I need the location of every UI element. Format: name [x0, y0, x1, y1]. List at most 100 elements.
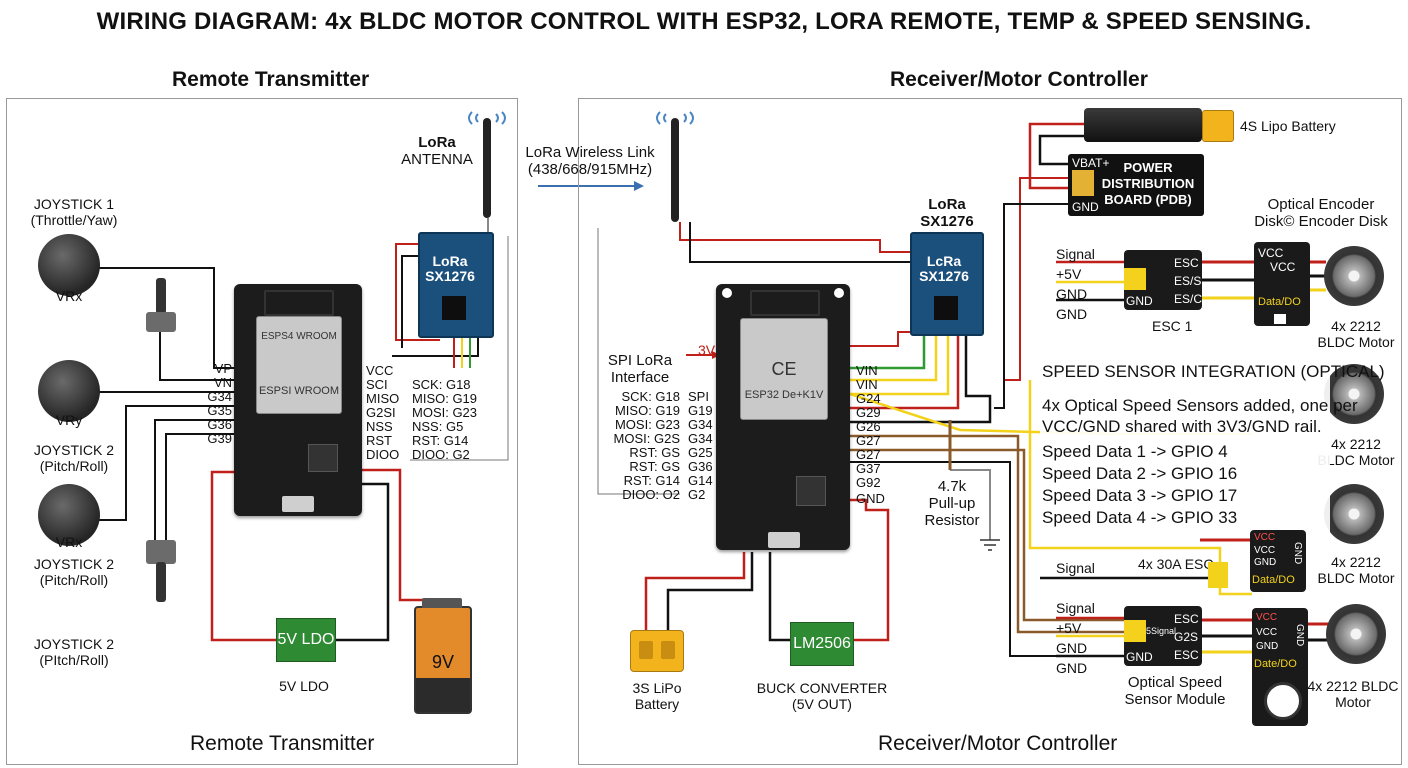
- receiver-lora-module: LcRa SX1276: [910, 232, 984, 336]
- joystick4-label: JOYSTICK 2 (PItch/Roll): [33, 636, 115, 668]
- encoder-title: Optical Encoder Disk© Encoder Disk: [1254, 196, 1388, 230]
- lipo4s-label: 4S Lipo Battery: [1240, 118, 1336, 134]
- potentiometer-1[interactable]: [146, 278, 176, 334]
- speed-sensor-info-title: SPEED SENSOR INTEGRATION (OPTICAL): [1042, 362, 1385, 381]
- wire-esp-gnd-black: [850, 498, 890, 642]
- remote-footer: Remote Transmitter: [190, 732, 375, 755]
- wire-lora-g26: [850, 334, 992, 424]
- remote-antenna-icon: [468, 111, 506, 218]
- remote-esp-pins: VP VN G34 G35 G36 G39: [207, 361, 232, 446]
- wire-ant-lora-red: [679, 222, 912, 253]
- wire-ant-lora-black: [689, 222, 912, 263]
- receiver-footer: Receiver/Motor Controller: [878, 732, 1118, 755]
- wire-esp-lipo-red: [644, 552, 746, 632]
- wire-esp-ldo-red: [210, 470, 276, 642]
- joystick2-axis: VRy: [55, 412, 83, 428]
- wire-pot2-g39: [165, 433, 238, 548]
- receiver-esp32-shield: CE ESP32 De+K1V: [740, 318, 828, 420]
- receiver-esp32-board: CE ESP32 De+K1V: [716, 284, 850, 550]
- dash-left-receiver: [597, 228, 680, 495]
- esc30-wire-stub: [1208, 562, 1228, 588]
- esc30-sensor: VCC VCC GND GND Data/DO: [1250, 530, 1306, 592]
- lipo3s-label: 3S LiPo Battery: [632, 680, 682, 712]
- remote-spi-map: SCK: G18 MISO: G19 MOSI: G23 NSS: G5 RST…: [412, 377, 478, 462]
- wire-lora-vin1: [850, 334, 926, 370]
- potentiometer-2[interactable]: [146, 540, 176, 604]
- lipo4s-connector: [1202, 110, 1234, 142]
- wire-lora-g29: [850, 334, 960, 410]
- wire-g27-brown: [850, 434, 1124, 634]
- joystick2-label: JOYSTICK 2 (Pitch/Roll): [33, 442, 115, 474]
- optical-speed-sensor: VCC VCC GND GND Date/DO: [1252, 608, 1308, 726]
- joystick1-knob[interactable]: [38, 234, 100, 296]
- pullup-resistor-label: 4.7k Pull-up Resistor: [924, 478, 980, 529]
- wire-joy1-vp: [96, 267, 238, 369]
- joystick1-axis: VRx: [55, 288, 83, 304]
- wire-esp-9v-red: [360, 468, 426, 602]
- speed-sensor-info: SPEED SENSOR INTEGRATION (OPTICAL) 4x Op…: [1040, 356, 1385, 532]
- wire-esp-lipo-black: [666, 552, 754, 632]
- remote-ldo-label: 5V LDO: [279, 678, 329, 694]
- speed-data-2: Speed Data 2 -> GPIO 16: [1042, 464, 1238, 483]
- joystick3-label: JOYSTICK 2 (Pitch/Roll): [33, 556, 115, 588]
- pdb-gnd: GND: [1072, 200, 1099, 214]
- remote-esp32-antenna-trace: [264, 290, 334, 316]
- speed-data-1: Speed Data 1 -> GPIO 4: [1042, 442, 1228, 461]
- remote-lora-module: LoRa SX1276: [418, 232, 494, 338]
- joystick3-knob[interactable]: [38, 484, 100, 546]
- motor-1-label: 4x 2212 BLDC Motor: [1317, 318, 1395, 350]
- receiver-v-label: 3V: [698, 342, 716, 358]
- remote-esp32-usb: [282, 496, 314, 512]
- speed-data-3: Speed Data 3 -> GPIO 17: [1042, 486, 1238, 505]
- buck-converter-label: BUCK CONVERTER (5V OUT): [756, 680, 888, 712]
- motor-4: [1326, 604, 1386, 664]
- wire-esp-buck-black: [768, 552, 790, 642]
- joystick2-knob[interactable]: [38, 360, 100, 422]
- wire-ldo-esp-black: [336, 482, 390, 642]
- receiver-spi-pins: SPI G19 G34 G34 G25 G36 G14 G2: [688, 389, 713, 502]
- dash-right-remote: [410, 236, 509, 461]
- wire-lora-black: [401, 255, 420, 348]
- remote-lora-pin-list: VCC SCI MISO G2SI NSS RST DIOO: [366, 363, 400, 462]
- xt60-connector: [630, 630, 684, 672]
- wire-lora-vcc: [392, 334, 479, 357]
- battery-9v: 9V: [414, 598, 472, 714]
- wire-pot2-g36: [154, 419, 238, 548]
- receiver-esp-right-pins: VIN VIN G24 G29 G26 G27 G27 G37 G92: [856, 363, 881, 490]
- wire-pdb-red: [1028, 122, 1086, 190]
- wire-pdb-red2: [1004, 177, 1072, 381]
- receiver-gnd-pin: GND: [856, 491, 885, 506]
- esc2-wire-labels: Signal +5V GND GND: [1056, 600, 1095, 676]
- motor-2-label: 4x 2212 BLDC Motor: [1317, 436, 1395, 468]
- joystick1-label: JOYSTICK 1 (Throttle/Yaw): [30, 196, 118, 228]
- joystick3-axis: VRx: [55, 534, 83, 550]
- wire-pot1-vn: [159, 330, 238, 381]
- lipo4s-battery: [1084, 108, 1202, 142]
- remote-esp32-shield: ESPS4 WROOM ESPSI WROOM: [256, 316, 342, 414]
- page-title: WIRING DIAGRAM: 4x BLDC MOTOR CONTROL WI…: [96, 8, 1312, 35]
- remote-antenna-label: LoRa ANTENNA: [401, 134, 473, 168]
- receiver-spi-map: SCK: G18 MISO: G19 MOSI: G23 MOSI: G2S R…: [613, 389, 680, 502]
- receiver-lora-label: LoRa SX1276: [920, 196, 974, 230]
- speed-data-4: Speed Data 4 -> GPIO 33: [1042, 508, 1238, 527]
- motor-4-label: 4x 2212 BLDC Motor: [1307, 678, 1399, 710]
- motor-1: [1324, 246, 1384, 306]
- spi-lora-interface-label: SPI LoRa Interface: [607, 352, 673, 386]
- wireless-link-label: LoRa Wireless Link (438/668/915MHz): [525, 144, 655, 178]
- wire-resistor-gnd: [950, 469, 991, 540]
- wire-joy3-g35: [96, 405, 238, 521]
- receiver-panel: [578, 98, 1402, 765]
- pdb-title: POWER DISTRIBUTION BOARD (PDB): [1101, 160, 1195, 207]
- receiver-antenna-icon: [656, 111, 694, 222]
- wireless-link-arrowhead: [634, 181, 644, 191]
- ground-symbol: [980, 539, 1000, 551]
- encoder-module: VCC VCC Data/DO: [1254, 242, 1310, 326]
- wire-pdb-black: [1038, 134, 1086, 166]
- esc30-label: 4x 30A ESC: [1138, 556, 1214, 572]
- wire-g27b-brown: [850, 448, 1124, 622]
- motor-2: [1324, 364, 1384, 424]
- wire-yellow-sensor3: [1028, 380, 1252, 596]
- wire-pdb-black2: [994, 203, 1072, 409]
- esc1-label: ESC 1: [1152, 318, 1193, 334]
